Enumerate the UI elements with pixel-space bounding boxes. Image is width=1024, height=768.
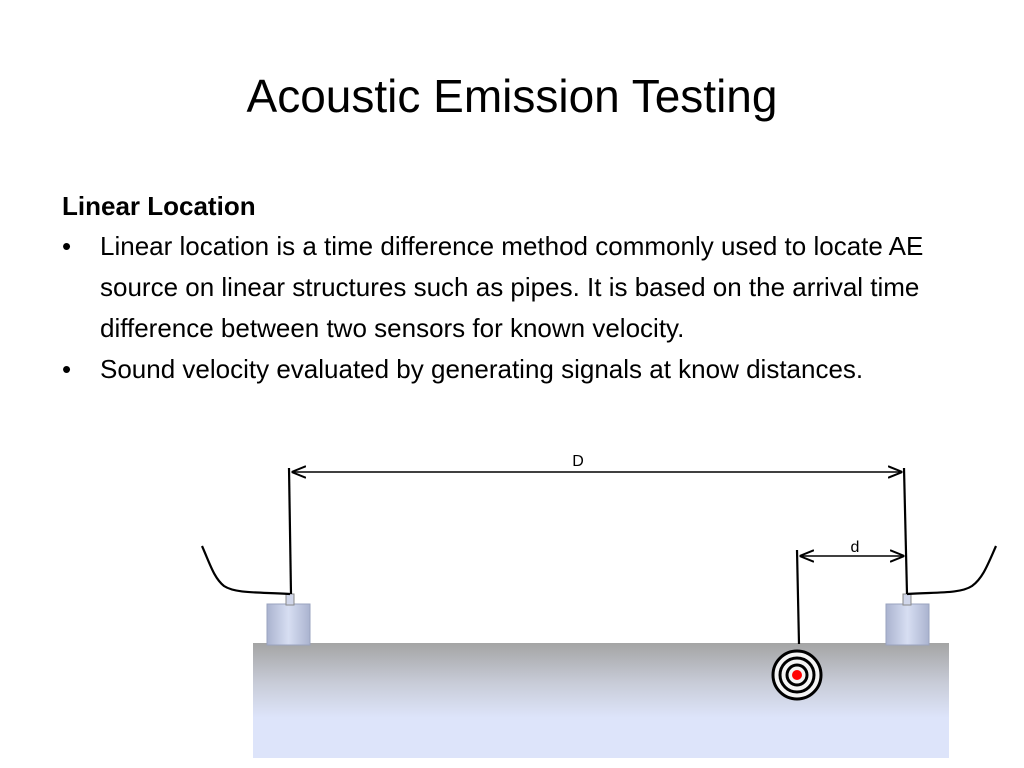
pipe bbox=[253, 643, 949, 758]
right-sensor bbox=[885, 593, 930, 646]
ae-source-icon bbox=[771, 649, 823, 701]
distance-label-D: D bbox=[572, 453, 584, 470]
right-sensor-cable bbox=[906, 545, 998, 596]
bullet-text: Sound velocity evaluated by generating s… bbox=[100, 354, 864, 384]
left-sensor bbox=[266, 593, 311, 646]
left-sensor-cable bbox=[200, 545, 291, 596]
d-extension-line-left bbox=[287, 467, 293, 595]
bullet-item: • Linear location is a time difference m… bbox=[62, 226, 972, 349]
bullet-item: • Sound velocity evaluated by generating… bbox=[62, 349, 972, 390]
bullet-text: Linear location is a time difference met… bbox=[100, 231, 924, 343]
section-heading: Linear Location bbox=[62, 191, 256, 221]
bullet-icon: • bbox=[62, 231, 72, 261]
distance-label-d: d bbox=[851, 539, 860, 556]
slide-title: Acoustic Emission Testing bbox=[246, 70, 778, 122]
source-extension-line bbox=[795, 549, 801, 645]
bullet-icon: • bbox=[62, 354, 72, 384]
d-extension-line-right bbox=[902, 467, 909, 595]
bullet-list: • Linear location is a time difference m… bbox=[62, 226, 972, 390]
